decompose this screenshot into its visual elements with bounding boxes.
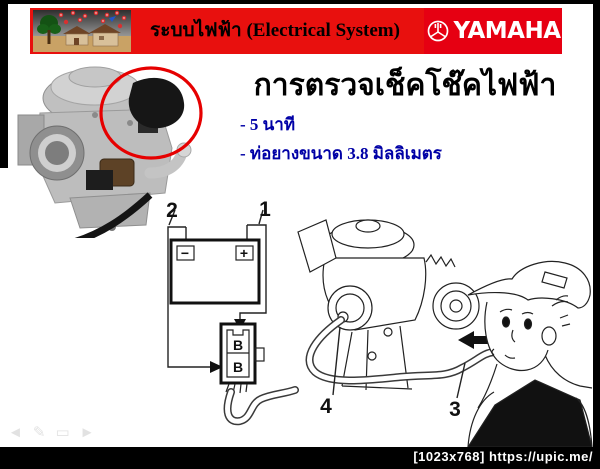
frame-bar-top [0,0,600,4]
battery-negative-label: − [181,245,189,261]
callout-4: 4 [320,395,332,418]
highlight-circle [99,66,203,160]
callout-3: 3 [449,398,461,421]
pen-icon[interactable]: ✎ [32,424,46,441]
direction-arrow-icon [458,331,490,349]
callout-2: 2 [166,199,178,222]
slide-menu-icon[interactable]: ▭ [55,424,70,441]
yamaha-wordmark: YAMAHA [453,18,562,44]
yamaha-logo: YAMAHA [424,8,562,54]
battery-diagram: − + 2 1 [166,198,271,373]
yamaha-tuning-fork-icon [427,20,448,42]
bullet-item: - 5 นาที [240,115,296,134]
banner-title: ระบบไฟฟ้า (Electrical System) [150,20,400,41]
watermark-caption: [1023x768] https://upic.me/ [413,449,593,464]
frame-bar-right [593,0,600,469]
frame-bar-left [0,0,8,168]
battery-positive-label: + [240,245,248,261]
connector-cell-bottom-label: B [233,359,243,375]
callout-1: 1 [259,198,271,221]
technical-diagram: − + 2 1 B B [0,190,600,448]
bullet-list: - 5 นาที - ท่อยางขนาด 3.8 มิลลิเมตร [240,110,442,168]
banner-scene-image [33,10,131,52]
bullet-item: - ท่อยางขนาด 3.8 มิลลิเมตร [240,144,442,163]
previous-arrow-icon[interactable]: ◄ [8,424,23,441]
frame-bar-bottom [0,447,600,469]
next-arrow-icon[interactable]: ► [79,424,95,441]
carburetor-line-art [297,219,480,391]
slideshow-nav: ◄ ✎ ▭ ► [8,424,94,442]
header-banner: ระบบไฟฟ้า (Electrical System) YAMAHA [30,8,562,54]
choke-connector: B B [219,322,299,426]
mechanic-illustration [466,260,593,448]
rubber-tube [305,316,498,385]
page-title: การตรวจเช็คโช๊คไฟฟ้า [253,69,557,102]
connector-cell-top-label: B [233,337,243,353]
